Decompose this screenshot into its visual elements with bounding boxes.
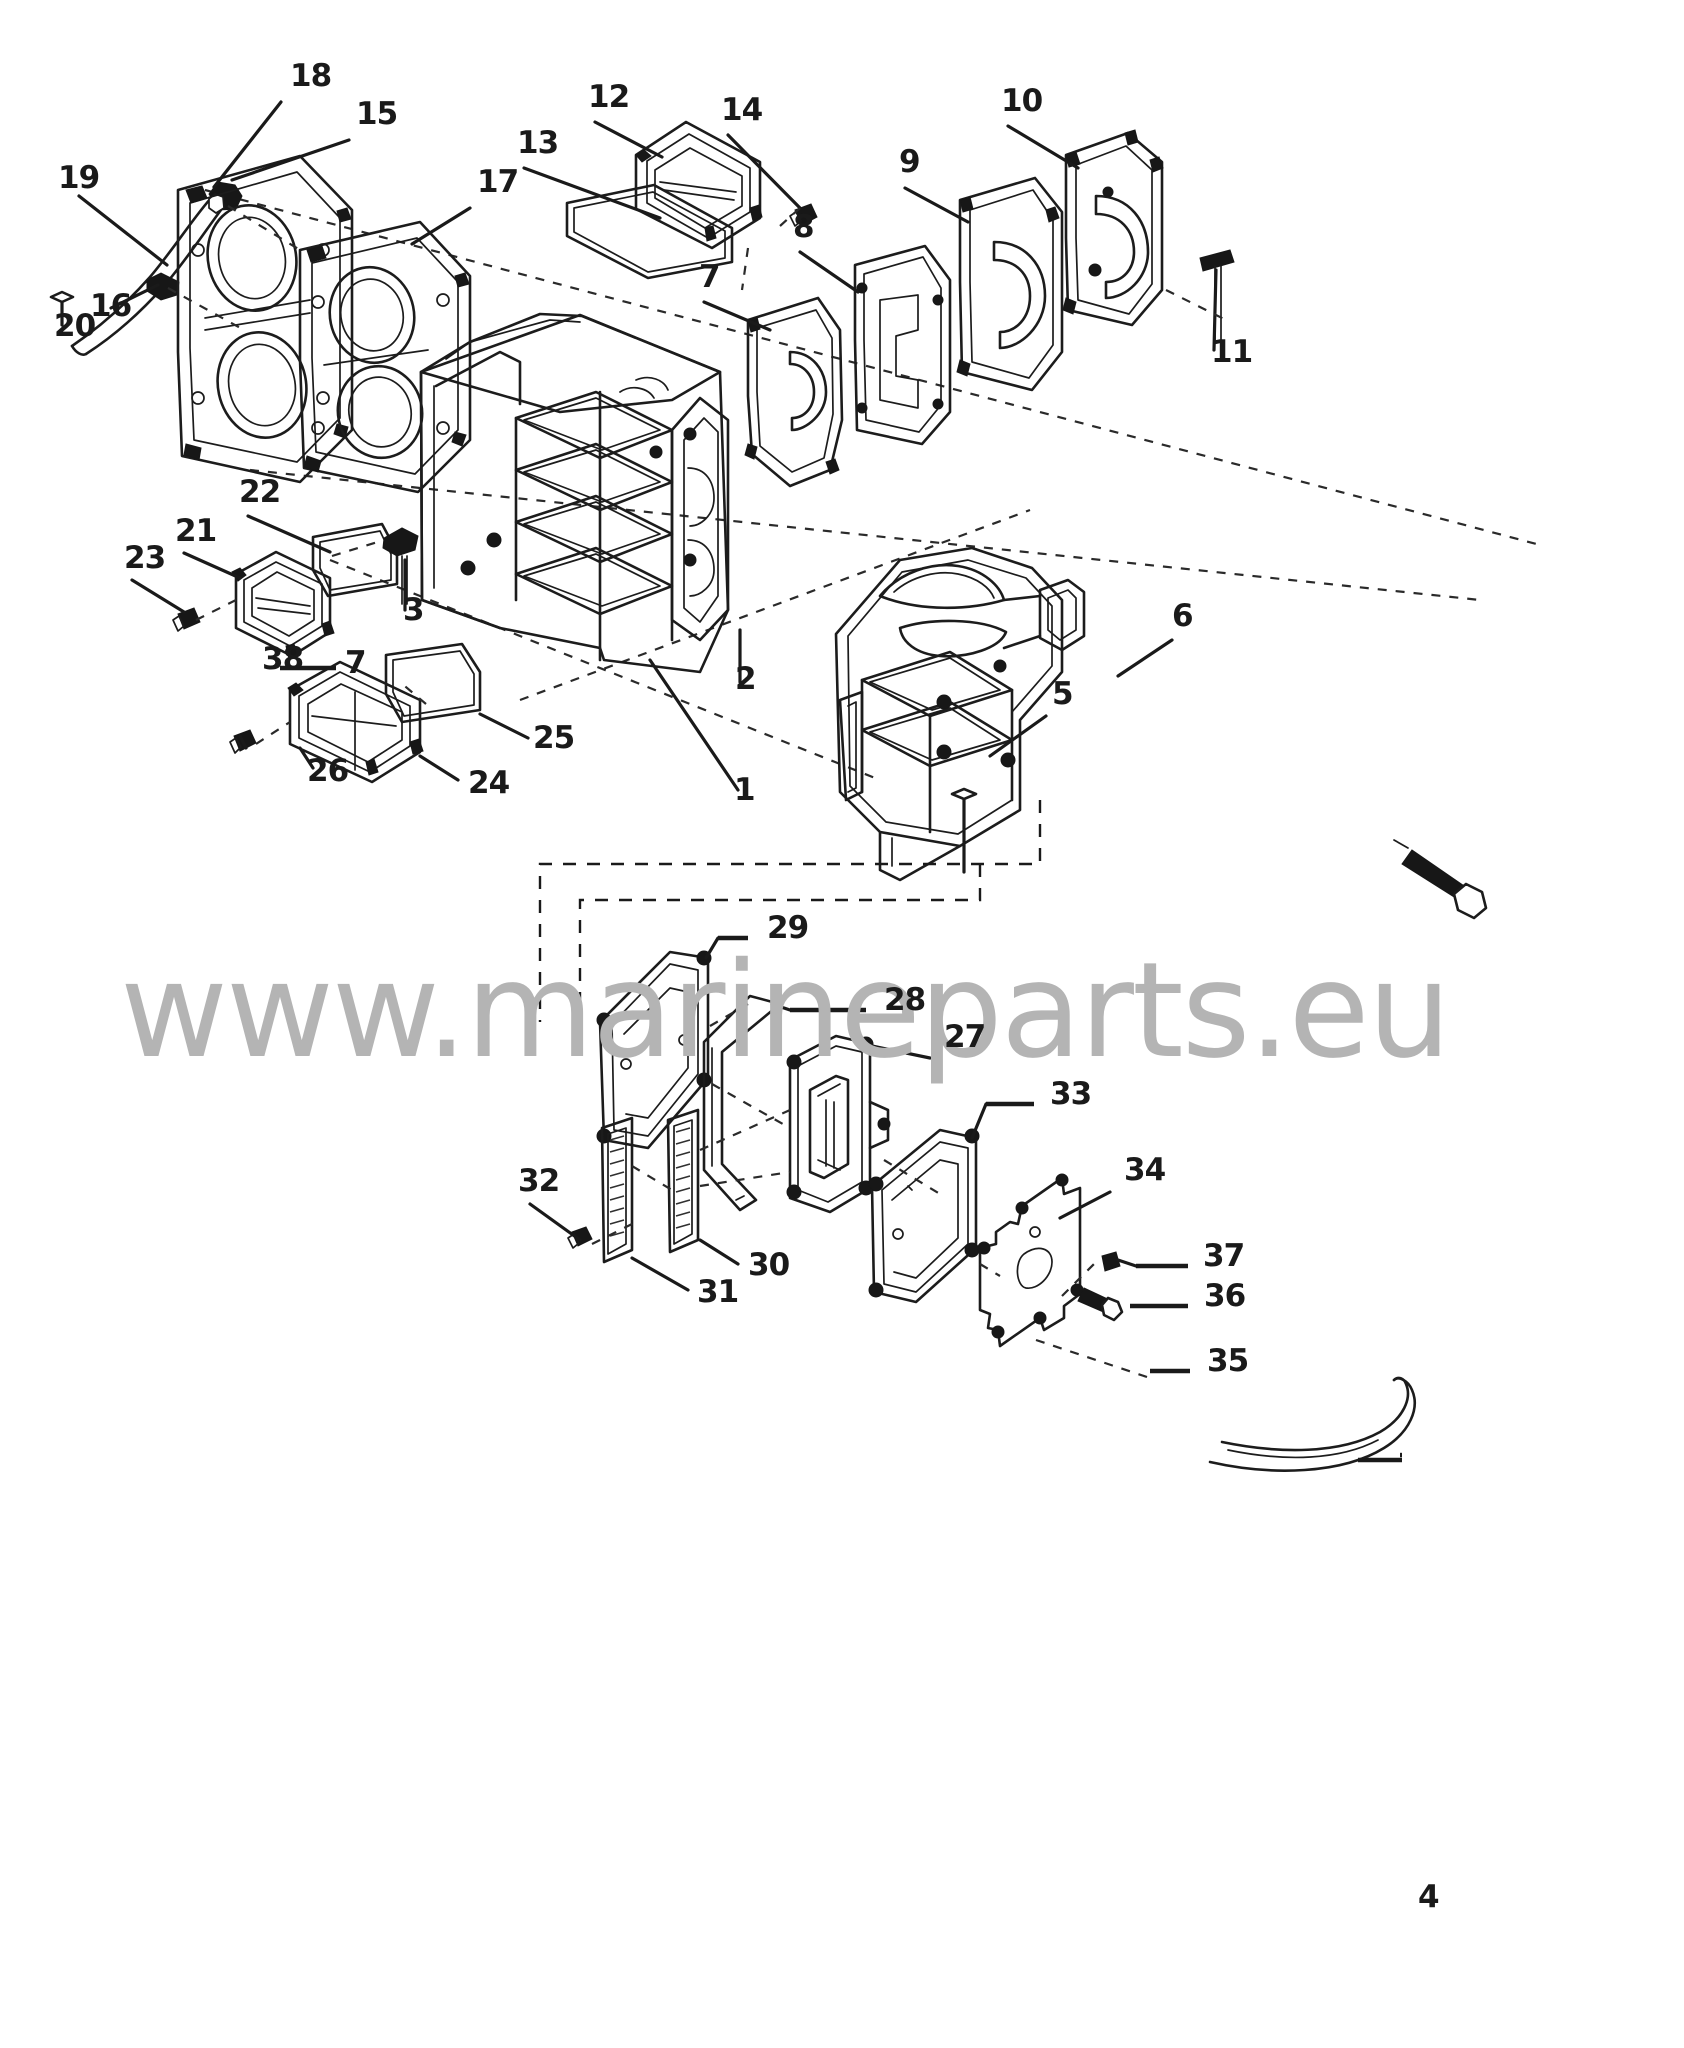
reed-block-21 — [231, 550, 335, 660]
nut-37 — [1101, 1251, 1121, 1272]
fitting-18 — [208, 181, 243, 214]
reed-petal-30 — [666, 1108, 700, 1254]
site-watermark: www.marineparts.eu — [120, 934, 1449, 1088]
callout-number-2: 2 — [735, 661, 756, 697]
callout-number-9: 9 — [899, 144, 920, 180]
screw-32 — [567, 1226, 593, 1249]
bolt-36 — [1077, 1287, 1124, 1322]
screw-3 — [382, 527, 419, 605]
cylinder-cover-15 — [176, 154, 354, 484]
callout-number-7b: 7 — [345, 645, 366, 681]
callout-number-19: 19 — [58, 160, 99, 196]
callout-number-4: 4 — [1418, 1879, 1439, 1915]
callout-number-37: 37 — [1203, 1238, 1244, 1274]
plate-34 — [977, 1173, 1084, 1348]
callout-number-23: 23 — [124, 540, 165, 576]
callout-number-10: 10 — [1001, 83, 1043, 119]
callout-number-layer: 1234567891011121314151617181920212223242… — [54, 58, 1440, 1915]
callout-number-35: 35 — [1207, 1343, 1248, 1379]
callout-number-36: 36 — [1204, 1278, 1245, 1314]
callout-number-30: 30 — [748, 1247, 790, 1283]
callout-number-24: 24 — [468, 765, 510, 801]
callout-number-6: 6 — [1172, 598, 1193, 634]
cover-10 — [1062, 129, 1164, 327]
callout-number-1: 1 — [734, 772, 755, 808]
bolt-6 — [1393, 839, 1488, 920]
callout-number-25: 25 — [533, 720, 574, 756]
nut-20 — [49, 290, 75, 327]
cylinder-gasket-17 — [298, 220, 472, 494]
callout-number-38: 38 — [262, 641, 303, 677]
callout-number-28: 28 — [884, 982, 925, 1018]
callout-number-15: 15 — [356, 96, 397, 132]
callout-number-18: 18 — [290, 58, 331, 94]
reed-block-27 — [786, 1034, 891, 1214]
explode-connectors — [167, 205, 1231, 1380]
reed-stop-28 — [702, 994, 782, 1212]
callout-number-12: 12 — [588, 79, 629, 115]
crankcase-block-1 — [419, 312, 730, 674]
callout-number-22: 22 — [239, 474, 280, 510]
cylinder-block-5 — [834, 546, 1086, 882]
callout-number-16: 16 — [90, 288, 131, 324]
callout-number-5: 5 — [1052, 676, 1073, 712]
reed-gasket-13 — [565, 183, 734, 280]
cover-9 — [956, 176, 1064, 392]
seal-4 — [1208, 1376, 1416, 1472]
callout-number-8: 8 — [793, 209, 814, 245]
callout-number-27: 27 — [944, 1019, 985, 1055]
callout-number-3: 3 — [403, 592, 424, 628]
callout-number-32: 32 — [518, 1163, 559, 1199]
pin-2 — [950, 787, 978, 874]
screw-11 — [1199, 249, 1235, 341]
callout-number-17: 17 — [477, 164, 518, 200]
gasket-33 — [868, 1128, 980, 1304]
gasket-25 — [384, 642, 482, 724]
cover-plate-7 — [744, 296, 844, 488]
callout-number-29: 29 — [767, 910, 808, 946]
callout-number-14: 14 — [721, 92, 763, 128]
callout-number-34: 34 — [1124, 1152, 1166, 1188]
callout-number-31: 31 — [697, 1274, 738, 1310]
reed-block-24 — [287, 660, 424, 784]
assembly-route-lines — [538, 800, 1042, 1022]
callout-number-13: 13 — [517, 125, 558, 161]
explode-axis-lines — [204, 188, 1541, 782]
callout-number-20: 20 — [54, 308, 96, 344]
callout-number-21: 21 — [175, 513, 216, 549]
reed-petal-31 — [600, 1116, 634, 1264]
callout-number-11: 11 — [1211, 334, 1252, 370]
gasket-22 — [311, 522, 399, 598]
leader-lines — [77, 100, 1402, 1463]
callout-number-7: 7 — [699, 259, 720, 295]
callout-number-26: 26 — [307, 753, 348, 789]
callout-number-33: 33 — [1050, 1076, 1091, 1112]
cover-8 — [853, 244, 952, 446]
